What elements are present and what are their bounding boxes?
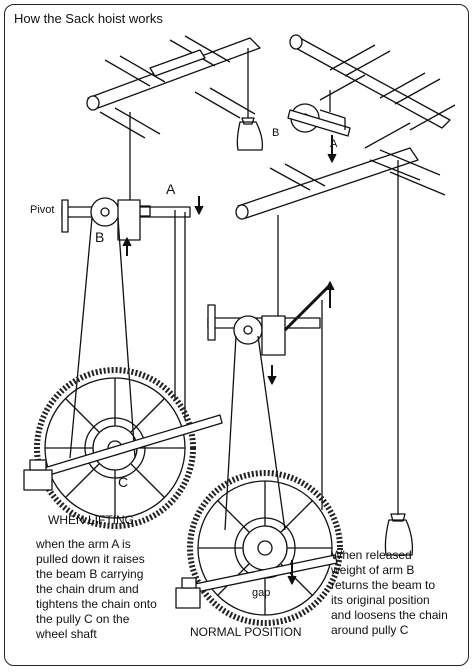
label-arm-a-left: A xyxy=(166,181,176,197)
sack-small xyxy=(236,48,264,151)
sack-large xyxy=(384,160,414,556)
label-pulley-c-left: C xyxy=(118,474,129,490)
caption-when-lifting: WHEN LIFTING xyxy=(48,513,134,527)
right-hoist-mechanism xyxy=(207,215,335,531)
right-gear-wheel xyxy=(175,470,343,626)
label-arm-a-right: A xyxy=(330,138,338,150)
label-gap: gap xyxy=(252,587,271,599)
ceiling-beams-right xyxy=(289,34,456,149)
left-gear-wheel xyxy=(23,367,223,529)
label-beam-b-left: B xyxy=(95,229,105,245)
explanation-normal: When released weight of arm B returns th… xyxy=(331,548,448,637)
diagram-title: How the Sack hoist works xyxy=(14,11,163,26)
left-hoist-mechanism xyxy=(61,112,204,459)
explanation-lifting: when the arm A is pulled down it raises … xyxy=(36,537,157,641)
ceiling-beams-middle xyxy=(235,147,446,220)
label-beam-b-right: B xyxy=(272,127,280,139)
small-hoist xyxy=(287,90,351,163)
ceiling-beams-left xyxy=(86,35,261,139)
caption-normal-position: NORMAL POSITION xyxy=(190,625,302,639)
label-pivot: Pivot xyxy=(30,204,55,216)
rounded-border xyxy=(4,4,469,666)
